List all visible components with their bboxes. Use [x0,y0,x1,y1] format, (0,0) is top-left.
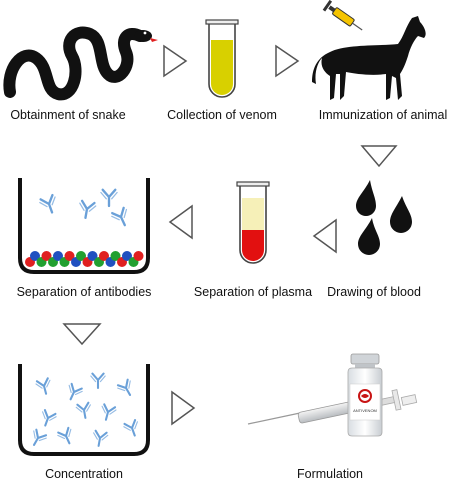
bead [87,251,98,261]
bead [122,251,132,261]
antivenom-vial-icon: ANTIVENOM [347,353,383,437]
snake-icon [3,26,158,101]
arrow-right-3 [171,390,196,426]
arrow-left-2 [312,218,337,254]
concentration-container-icon [18,364,150,456]
step-label-formulation: Formulation [297,467,363,481]
step-label-immunization: Immunization of animal [319,108,448,122]
step-label-venom: Collection of venom [167,108,277,122]
venom-tube-icon [205,19,239,98]
arrow-left-1 [168,204,193,240]
bead [41,251,52,261]
syringe-icon [322,0,363,31]
bead [76,251,86,261]
bead [64,251,75,261]
bead [53,251,63,261]
antibody-separation-container-icon [18,178,150,274]
bead-layer [25,251,144,267]
bead [133,251,144,261]
step-label-snake: Obtainment of snake [10,108,125,122]
arrow-right-1 [163,44,188,78]
formulation-syringe-icon [247,389,418,425]
arrow-down-2 [62,323,102,346]
arrow-down-1 [360,145,398,168]
bead [30,251,40,261]
plasma-tube-icon [236,181,270,264]
step-label-concentration: Concentration [45,467,123,481]
vial-label: ANTIVENOM [353,408,377,413]
step-label-antibodies: Separation of antibodies [17,285,152,299]
bead [110,251,121,261]
step-label-blood: Drawing of blood [327,285,421,299]
bead [99,251,109,261]
step-label-plasma: Separation of plasma [194,285,312,299]
horse-icon [312,16,426,100]
blood-drops-icon [356,180,412,255]
arrow-right-2 [275,44,300,78]
